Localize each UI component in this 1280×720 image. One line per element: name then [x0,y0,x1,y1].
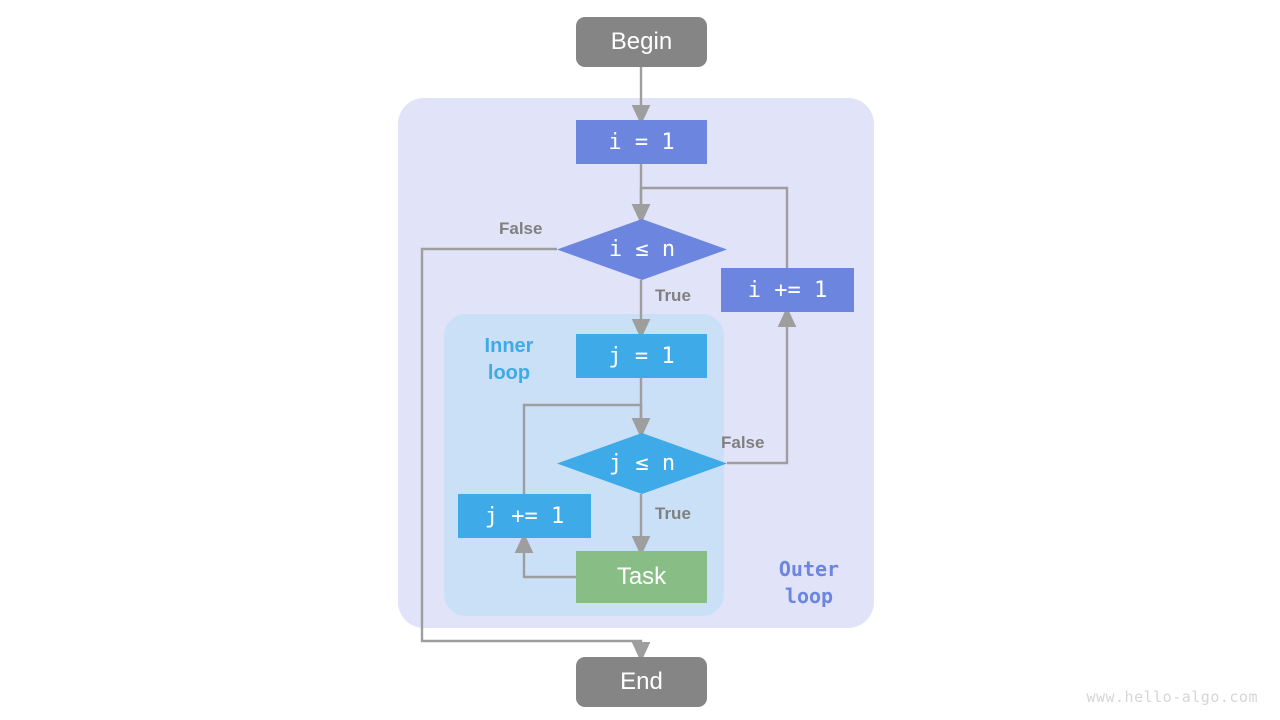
edge-i-cond-false-to-end [420,247,651,663]
connector-lines [420,67,797,663]
node-i-incr[interactable] [721,268,854,312]
edge-i-incr-to-i-cond [631,186,789,268]
edge-j-cond-false-to-i-incr [727,306,797,465]
node-task[interactable] [576,551,707,603]
edge-task-to-j-incr [514,532,576,579]
node-end[interactable] [576,657,707,707]
watermark: www.hello-algo.com [1086,688,1258,706]
node-j-cond[interactable] [557,433,727,494]
node-i-cond[interactable] [557,219,727,280]
node-begin[interactable] [576,17,707,67]
node-i-init[interactable] [576,120,707,164]
node-j-init[interactable] [576,334,707,378]
node-j-incr[interactable] [458,494,591,538]
edge-j-incr-to-j-cond [522,403,651,494]
node-shapes [458,17,854,707]
